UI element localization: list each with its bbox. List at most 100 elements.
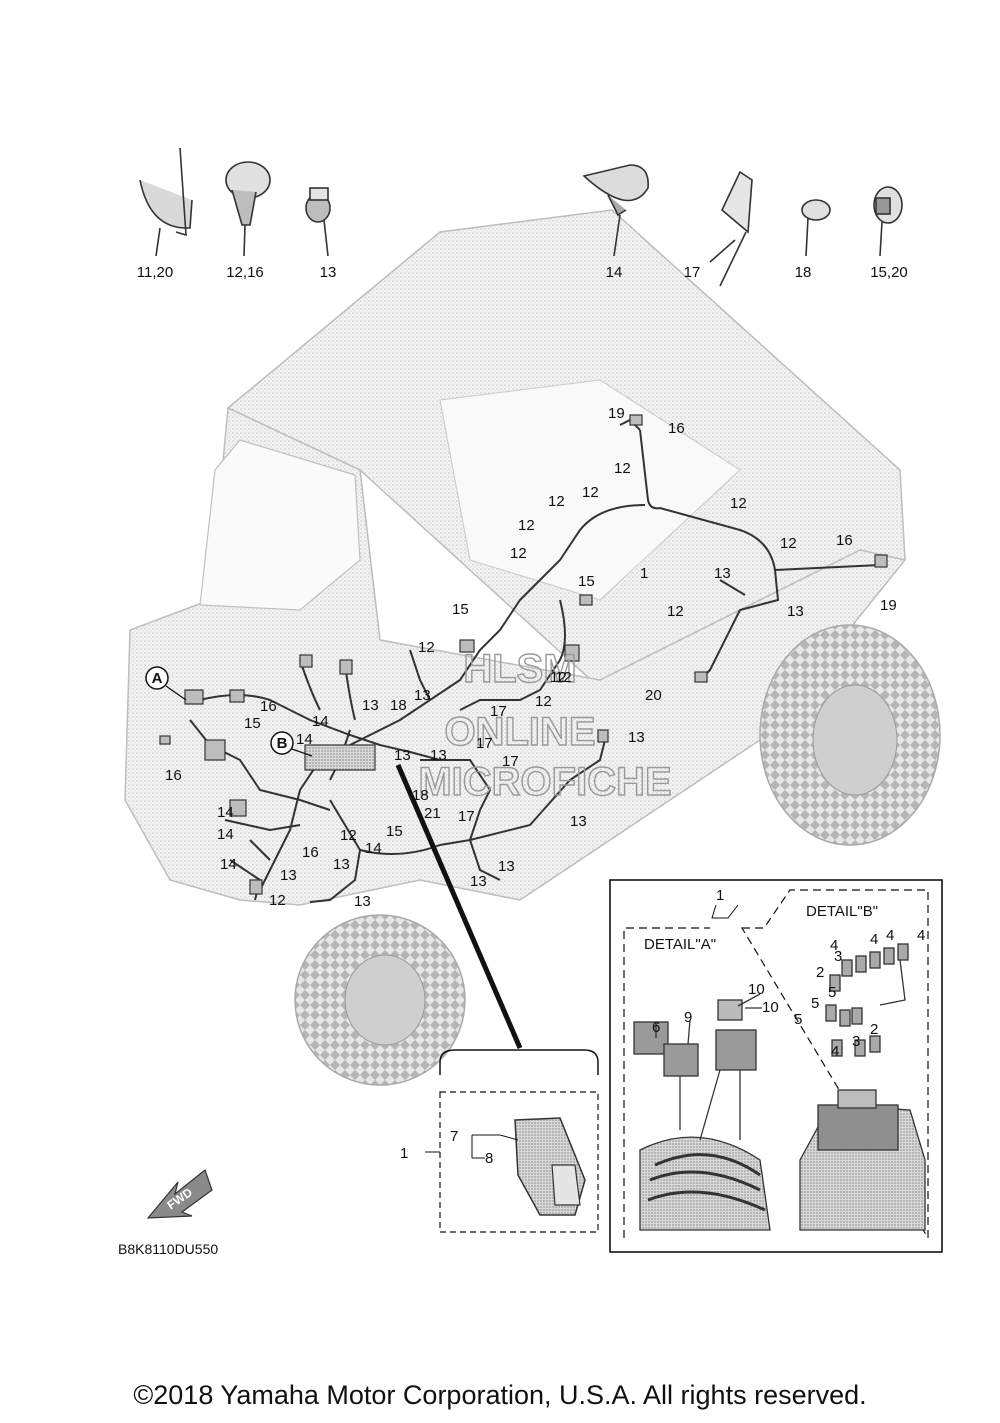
cable-tie-icon xyxy=(139,147,193,257)
callout: 13 xyxy=(498,858,515,875)
callout: 16 xyxy=(668,420,685,437)
callout: 12 xyxy=(780,535,797,552)
part-label: 14 xyxy=(606,264,623,281)
callout: 1 xyxy=(716,887,724,904)
band-clamp-icon xyxy=(873,186,903,257)
callout: 17 xyxy=(476,735,493,752)
callout: 12 xyxy=(340,827,357,844)
detail-marker-a: A xyxy=(145,666,187,701)
side-opening xyxy=(439,379,741,601)
callout: 13 xyxy=(280,867,297,884)
callout: 13 xyxy=(470,873,487,890)
callout: 4 xyxy=(870,931,878,948)
watermark-line: MICROFICHE xyxy=(418,760,671,804)
callout: 1 xyxy=(400,1145,408,1162)
detail-marker-b: B xyxy=(270,731,313,757)
callout: 12 xyxy=(510,545,527,562)
detail-b-title: DETAIL"B" xyxy=(806,903,878,920)
callout: 3 xyxy=(852,1033,860,1050)
callout: 15 xyxy=(452,601,469,618)
callout: 1 xyxy=(640,565,648,582)
part-label: 13 xyxy=(320,264,337,281)
band-clamp-icon xyxy=(801,199,831,257)
callout: 16 xyxy=(165,767,182,784)
callout: 17 xyxy=(458,808,475,825)
callout: 13 xyxy=(714,565,731,582)
part-label: 18 xyxy=(795,264,812,281)
callout: 13 xyxy=(333,856,350,873)
callout: 12 xyxy=(418,639,435,656)
callout: 17 xyxy=(502,753,519,770)
marker-letter: A xyxy=(152,670,163,687)
callout: 12 xyxy=(582,484,599,501)
callout: 13 xyxy=(354,893,371,910)
callout: 19 xyxy=(608,405,625,422)
callout: 12 xyxy=(667,603,684,620)
callout: 8 xyxy=(485,1150,493,1167)
callout: 6 xyxy=(652,1019,660,1036)
callout: 21 xyxy=(424,805,441,822)
callout: 7 xyxy=(450,1128,458,1145)
callout: 16 xyxy=(260,698,277,715)
callout: 13 xyxy=(394,747,411,764)
part-label: 12,16 xyxy=(226,264,264,281)
callout: 15 xyxy=(578,573,595,590)
callout: 9 xyxy=(684,1009,692,1026)
callout: 13 xyxy=(628,729,645,746)
callout: 20 xyxy=(645,687,662,704)
callout: 13 xyxy=(430,747,447,764)
forward-arrow: FWD xyxy=(146,1169,213,1219)
callout: 5 xyxy=(794,1011,802,1028)
callout: 12 xyxy=(518,517,535,534)
band-clamp-icon xyxy=(225,161,271,257)
watermark: HLSM ONLINE MICROFICHE xyxy=(418,646,673,804)
callout: 4 xyxy=(830,937,838,954)
part-label: 11,20 xyxy=(137,264,173,281)
callout: 2 xyxy=(870,1021,878,1038)
clip-icon xyxy=(305,187,331,257)
detail-a-graphic xyxy=(633,993,771,1231)
callout: 17 xyxy=(490,703,507,720)
harness-connectors xyxy=(159,414,888,895)
callout: 5 xyxy=(811,995,819,1012)
rear-wheel-hub xyxy=(812,684,898,796)
callout: 14 xyxy=(220,856,237,873)
vehicle-outline xyxy=(124,209,941,1086)
detail-a-title: DETAIL"A" xyxy=(644,936,716,953)
callout: 14 xyxy=(312,713,329,730)
callout: 14 xyxy=(296,731,313,748)
diagram-code: B8K8110DU550 xyxy=(118,1241,218,1257)
inset-box: 1 7 8 xyxy=(400,1049,599,1233)
callout: 12 xyxy=(550,669,567,686)
windshield-opening xyxy=(199,439,361,611)
part-label: 17 xyxy=(684,264,701,281)
marker-letter: B xyxy=(277,735,288,752)
callout: 15 xyxy=(244,715,261,732)
top-parts xyxy=(139,147,903,287)
callout: 10 xyxy=(748,981,765,998)
callout: 12 xyxy=(548,493,565,510)
callout: 14 xyxy=(365,840,382,857)
callout: 18 xyxy=(390,697,407,714)
part-label: 15,20 xyxy=(870,264,908,281)
front-wheel-hub xyxy=(344,954,426,1046)
details-panel: 1 DETAIL"A" DETAIL"B" 6 9 10 10 xyxy=(609,879,943,1253)
callout: 13 xyxy=(570,813,587,830)
callout: 14 xyxy=(217,826,234,843)
watermark-line: HLSM xyxy=(463,647,576,691)
inset-leader-line xyxy=(395,764,523,1049)
callout: 12 xyxy=(269,892,286,909)
callout: 14 xyxy=(217,804,234,821)
callout: 16 xyxy=(836,532,853,549)
copyright-notice: ©2018 Yamaha Motor Corporation, U.S.A. A… xyxy=(133,1380,867,1410)
callout-labels: 19 16 12 12 12 12 12 12 12 1 13 12 13 16… xyxy=(165,405,897,910)
watermark-line: ONLINE xyxy=(444,710,595,754)
callout: 12 xyxy=(555,669,572,686)
callout: 13 xyxy=(414,687,431,704)
callout: 3 xyxy=(834,948,842,965)
callout: 18 xyxy=(412,787,429,804)
callout: 4 xyxy=(831,1043,839,1060)
callout: 10 xyxy=(762,999,779,1016)
callout: 19 xyxy=(880,597,897,614)
